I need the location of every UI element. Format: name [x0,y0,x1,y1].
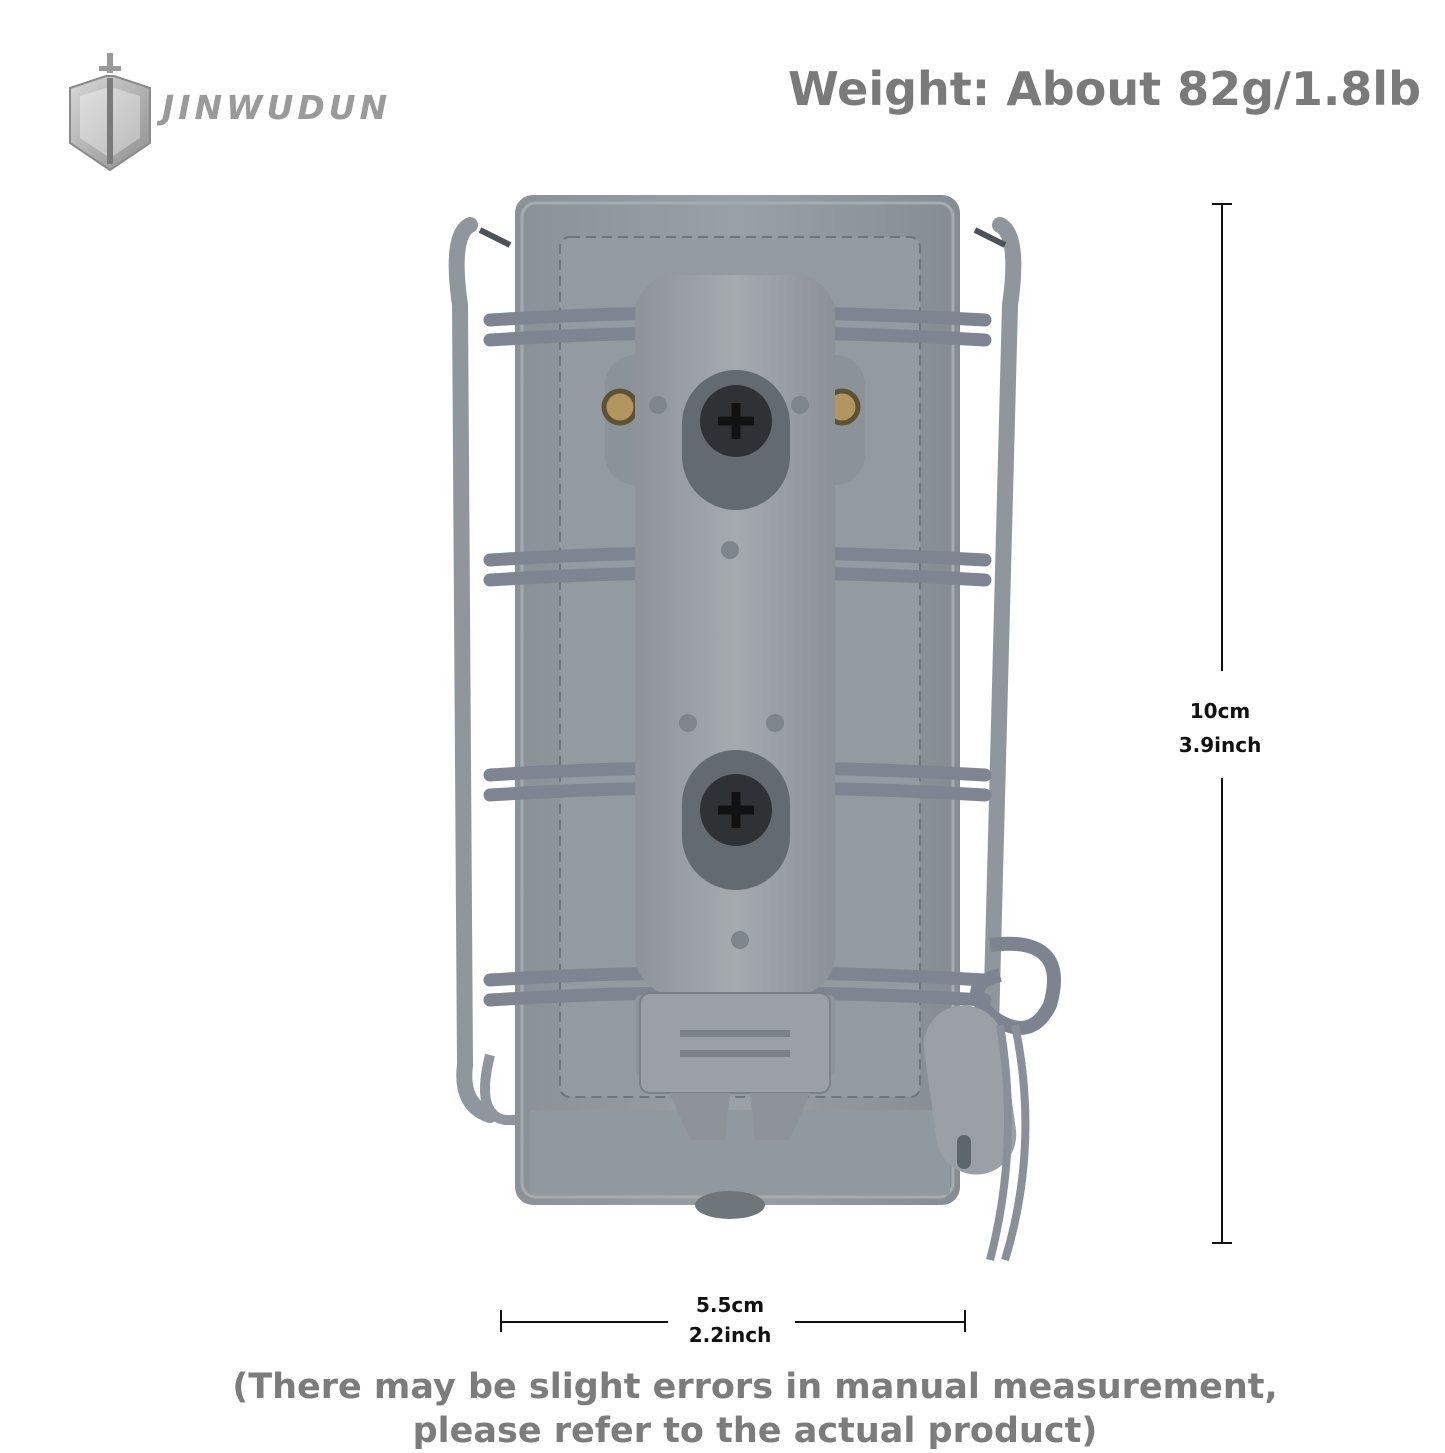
height-dimension-bottom-cap [1212,1242,1232,1244]
height-dimension-line-upper [1221,203,1223,671]
brand-name: JINWUDUN [162,88,392,127]
width-dimension-right-cap [964,1310,966,1332]
magazine-pouch-illustration [448,195,1061,1262]
brand-logo: JINWUDUN [66,48,446,178]
height-metric: 10cm [1189,699,1251,723]
height-dimension-line-lower [1221,778,1223,1243]
height-imperial: 3.9inch [1178,733,1262,757]
measurement-note-line-2: please refer to the actual product) [412,1411,1098,1451]
weight-label: Weight: About 82g/1.8lb [788,62,1421,116]
width-imperial: 2.2inch [688,1323,772,1347]
width-dimension-line-right [795,1321,965,1323]
width-dimension-label: 5.5cm 2.2inch [665,1290,795,1350]
height-dimension-label: 10cm 3.9inch [1165,694,1275,762]
width-metric: 5.5cm [695,1293,765,1317]
shield-sword-logo-icon [69,53,151,172]
measurement-note: (There may be slight errors in manual me… [0,1365,1445,1453]
measurement-note-line-1: (There may be slight errors in manual me… [232,1367,1278,1407]
width-dimension-line-left [500,1321,668,1323]
